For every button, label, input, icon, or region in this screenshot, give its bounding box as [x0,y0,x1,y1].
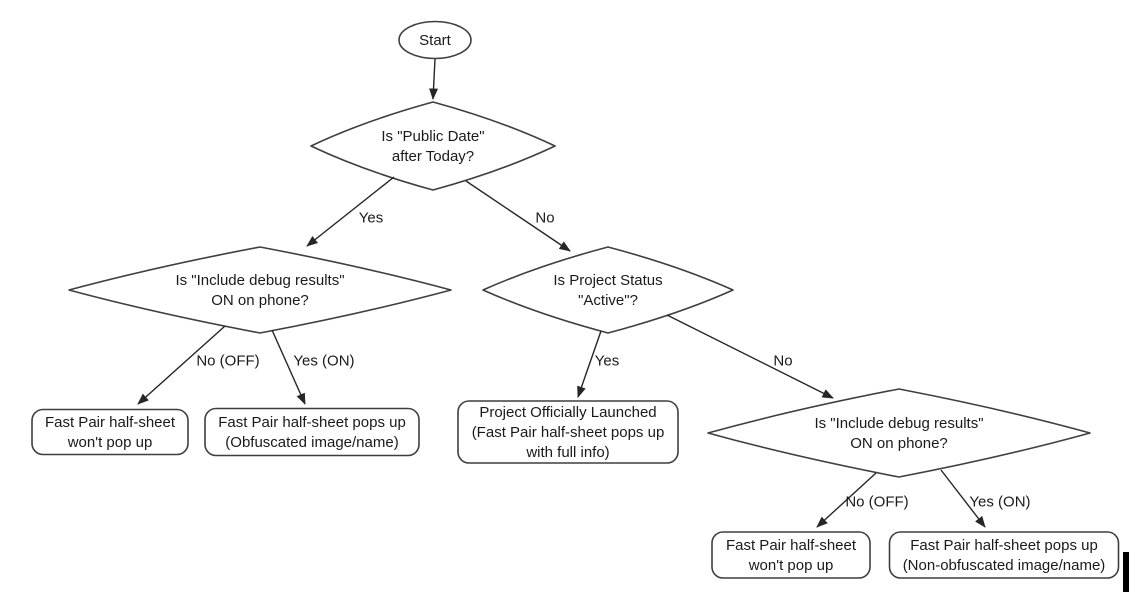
edge-no-to-debug-right-label: No [773,353,792,370]
edge-no-off-to-no-popup-right-line [816,472,877,528]
edge-yes-on-to-obfuscated-label: Yes (ON) [293,353,354,370]
result-officially-launched-label-line: Project Officially Launched [479,404,656,421]
edge-yes-to-debug-left: Yes [306,176,395,247]
decision-debug-results-right-label-line: Is "Include debug results" [814,415,983,432]
edge-no-to-project-status: No [465,180,571,252]
decision-debug-results-left-shape [68,246,452,334]
result-officially-launched-shape [457,400,679,464]
decision-project-status-shape [482,246,734,334]
decision-debug-results-left-label: Is "Include debug results" ON on phone? [175,272,344,309]
edge-no-off-to-no-popup-left-label: No (OFF) [196,353,259,370]
result-no-popup-left-label-line: Fast Pair half-sheet [45,414,176,431]
edge-no-off-to-no-popup-right-label: No (OFF) [845,494,908,511]
decision-debug-results-right: Is "Include debug results" ON on phone? [707,388,1091,478]
result-obfuscated-popup-label-line: (Obfuscated image/name) [225,434,398,451]
decision-public-date-shape [310,101,556,191]
start-node-label-line: Start [419,32,452,49]
edge-no-to-project-status-line [465,180,571,252]
start-node-label: Start [419,32,452,49]
result-no-popup-left-shape [31,408,189,456]
edge-no-to-debug-right: No [666,314,834,399]
edge-no-off-to-no-popup-left-line [137,325,226,405]
edge-yes-on-to-non-obfuscated: Yes (ON) [940,469,1031,528]
decision-debug-results-right-label-line: ON on phone? [850,435,948,452]
edge-yes-to-launched-line [577,330,602,398]
decision-debug-results-left-label-line: Is "Include debug results" [175,272,344,289]
edge-yes-to-launched: Yes [577,330,619,398]
result-non-obfuscated-popup: Fast Pair half-sheet pops up (Non-obfusca… [888,531,1120,579]
result-no-popup-right: Fast Pair half-sheet won't pop up [711,531,871,579]
edge-yes-to-debug-left-line [306,176,395,247]
decision-project-status-label-line: "Active"? [578,292,638,309]
decision-public-date-label-line: after Today? [392,148,474,165]
result-no-popup-right-label-line: won't pop up [748,557,834,574]
edge-yes-to-launched-label: Yes [595,353,619,370]
result-no-popup-left-label-line: won't pop up [67,434,153,451]
edge-yes-on-to-obfuscated: Yes (ON) [271,329,355,405]
result-no-popup-left-label: Fast Pair half-sheet won't pop up [45,414,176,451]
edge-yes-on-to-obfuscated-line [271,329,306,405]
result-non-obfuscated-popup-shape [888,531,1120,579]
decision-debug-results-left-label-line: ON on phone? [211,292,309,309]
result-obfuscated-popup-label-line: Fast Pair half-sheet pops up [218,414,406,431]
start-node-shape [398,20,472,60]
decision-public-date: Is "Public Date" after Today? [310,101,556,191]
result-obfuscated-popup-shape [204,407,420,457]
result-no-popup-left: Fast Pair half-sheet won't pop up [31,408,189,456]
result-officially-launched: Project Officially Launched (Fast Pair ha… [457,400,679,464]
decision-debug-results-left: Is "Include debug results" ON on phone? [68,246,452,334]
result-non-obfuscated-popup-label: Fast Pair half-sheet pops up (Non-obfusca… [903,537,1106,574]
result-officially-launched-label: Project Officially Launched (Fast Pair ha… [472,404,665,461]
result-obfuscated-popup-label: Fast Pair half-sheet pops up (Obfuscated … [218,414,406,451]
edge-yes-to-debug-left-label: Yes [359,210,383,227]
result-officially-launched-label-line: with full info) [525,444,609,461]
edge-yes-on-to-non-obfuscated-line [940,469,986,528]
result-obfuscated-popup: Fast Pair half-sheet pops up (Obfuscated … [204,407,420,457]
decision-debug-results-right-shape [707,388,1091,478]
text-cursor-artifact [1123,552,1129,592]
result-non-obfuscated-popup-label-line: Fast Pair half-sheet pops up [910,537,1098,554]
result-non-obfuscated-popup-label-line: (Non-obfuscated image/name) [903,557,1106,574]
edge-no-off-to-no-popup-left: No (OFF) [137,325,260,405]
decision-public-date-label-line: Is "Public Date" [381,128,484,145]
edge-start-to-public-date [429,58,439,100]
edge-yes-on-to-non-obfuscated-label: Yes (ON) [969,494,1030,511]
edge-no-to-project-status-label: No [535,210,554,227]
edge-start-to-public-date-line [429,58,439,100]
start-node: Start [398,20,472,60]
decision-project-status-label: Is Project Status "Active"? [553,272,662,309]
decision-public-date-label: Is "Public Date" after Today? [381,128,484,165]
decision-project-status: Is Project Status "Active"? [482,246,734,334]
result-no-popup-right-label: Fast Pair half-sheet won't pop up [726,537,857,574]
edge-no-off-to-no-popup-right: No (OFF) [816,472,909,528]
edge-no-to-debug-right-line [666,314,834,399]
result-officially-launched-label-line: (Fast Pair half-sheet pops up [472,424,665,441]
result-no-popup-right-label-line: Fast Pair half-sheet [726,537,857,554]
decision-project-status-label-line: Is Project Status [553,272,662,289]
decision-debug-results-right-label: Is "Include debug results" ON on phone? [814,415,983,452]
result-no-popup-right-shape [711,531,871,579]
